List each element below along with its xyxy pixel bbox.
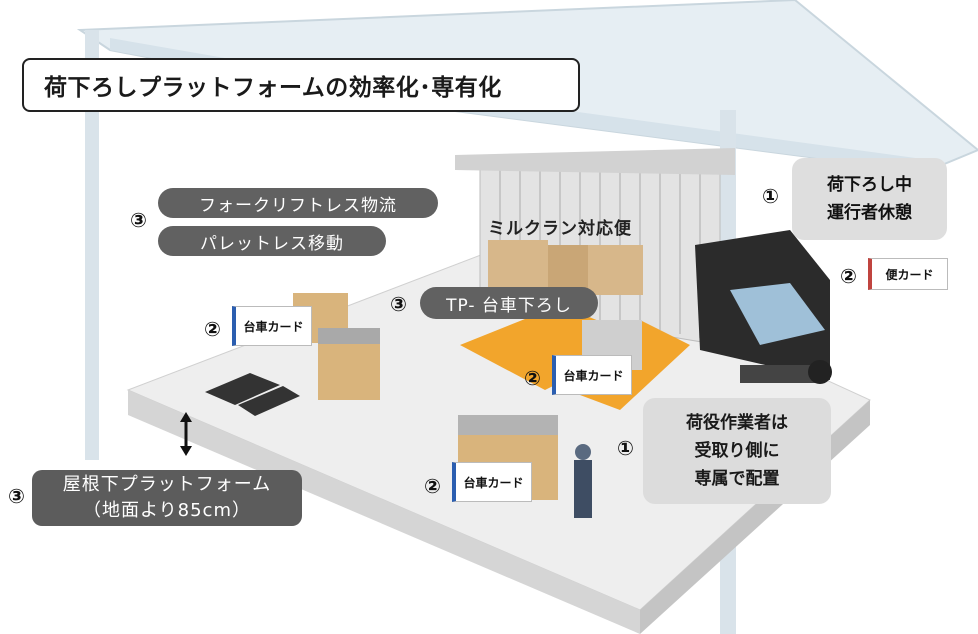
callout-line: 専属で配置 <box>694 469 780 489</box>
dolly-card: 台車カード <box>552 355 632 395</box>
pill-forklift-less: フォークリフトレス物流 <box>158 188 438 218</box>
platform-label: 屋根下プラットフォーム （地面より85cm） <box>32 470 302 526</box>
callout-driver-rest: 荷下ろし中 運行者休憩 <box>792 158 947 240</box>
callout-line: 荷下ろし中 <box>827 175 912 195</box>
truck-card: 便カード <box>868 258 948 290</box>
pill-tp-unload: TP- 台車下ろし <box>420 287 598 319</box>
page-title: 荷下ろしプラットフォームの効率化･専有化 <box>22 58 580 112</box>
callout-workers: 荷役作業者は 受取り側に 専属で配置 <box>643 398 831 504</box>
marker-one: ① <box>617 436 634 460</box>
platform-label-line: （地面より85cm） <box>83 500 251 521</box>
dolly-card: 台車カード <box>232 306 312 346</box>
marker-one: ① <box>762 184 779 208</box>
marker-two: ② <box>840 264 857 288</box>
platform-label-line: 屋根下プラットフォーム <box>62 474 272 495</box>
dolly-card: 台車カード <box>452 462 532 502</box>
marker-three: ③ <box>8 484 25 508</box>
trailer-box <box>488 240 548 290</box>
marker-three: ③ <box>390 292 407 316</box>
worker <box>574 460 592 518</box>
marker-two: ② <box>424 474 441 498</box>
callout-line: 受取り側に <box>694 441 780 461</box>
callout-line: 荷役作業者は <box>686 413 788 433</box>
marker-two: ② <box>204 317 221 341</box>
callout-line: 運行者休憩 <box>827 203 912 223</box>
pillar-left <box>85 30 99 460</box>
milk-run-label: ミルクラン対応便 <box>488 219 632 239</box>
marker-three: ③ <box>130 208 147 232</box>
marker-two: ② <box>524 366 541 390</box>
pill-pallet-less: パレットレス移動 <box>158 226 386 256</box>
empty-pallet <box>205 373 280 405</box>
